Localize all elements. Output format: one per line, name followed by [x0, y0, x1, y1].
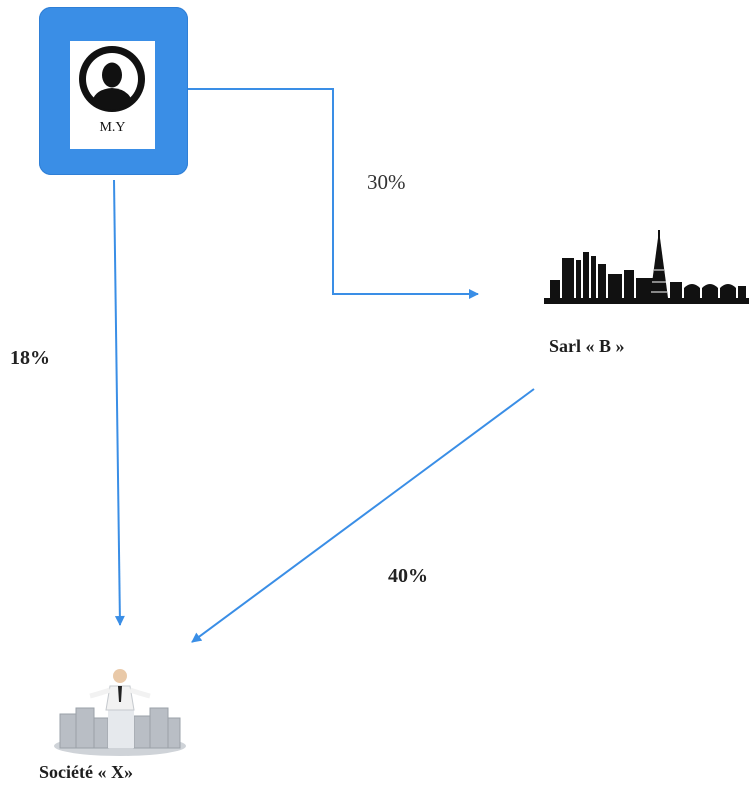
edge-label-b-to-x: 40% — [388, 565, 428, 587]
edge-my-to-x — [113, 179, 125, 626]
company-b-label: Sarl « B » — [549, 336, 625, 356]
edge-label-my-to-x: 18% — [10, 347, 50, 369]
company-x-label: Société « X» — [39, 762, 133, 782]
factory-icon — [544, 230, 749, 304]
business-people-icon — [54, 669, 186, 756]
edge-my-to-b — [188, 88, 479, 299]
person-card: M.Y — [70, 41, 155, 149]
person-silhouette-icon — [79, 46, 145, 112]
person-node: M.Y — [39, 7, 188, 175]
edge-label-my-to-b: 30% — [367, 170, 406, 194]
person-name: M.Y — [99, 120, 126, 135]
edge-b-to-x — [191, 388, 535, 643]
